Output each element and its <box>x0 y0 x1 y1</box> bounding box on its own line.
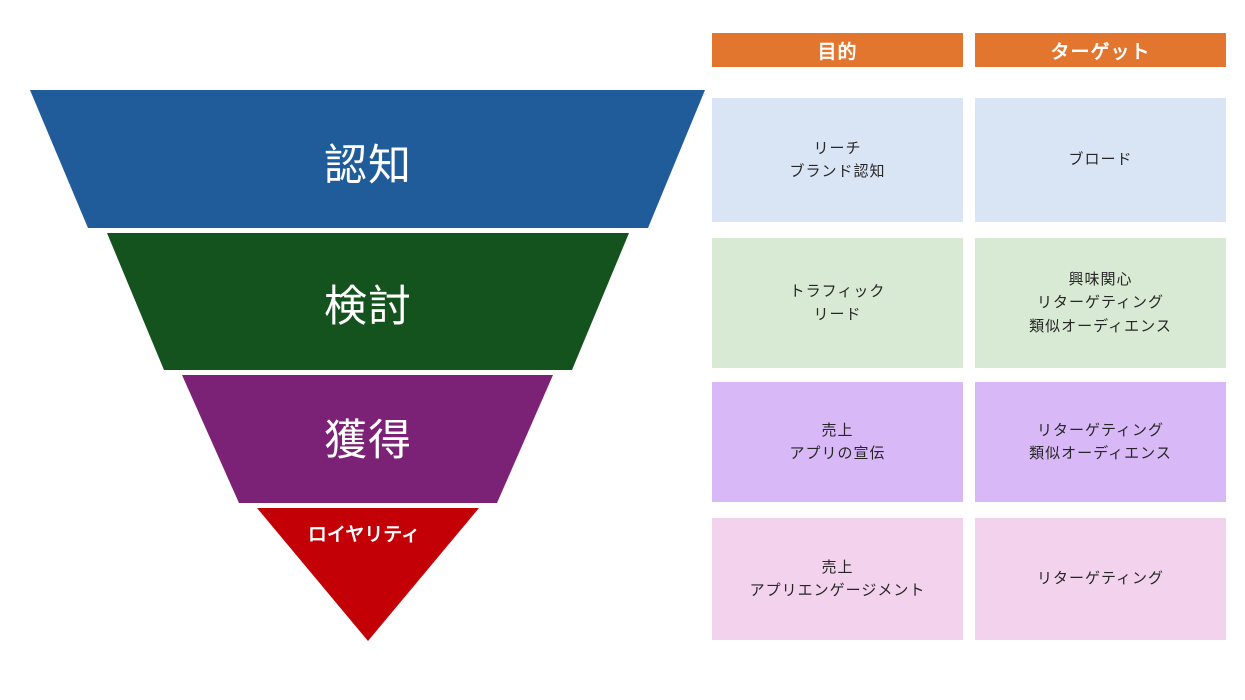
funnel-segment-awareness <box>30 90 705 228</box>
funnel-diagram: 認知 検討 獲得 ロイヤリティ <box>30 90 705 641</box>
cell-text: リターゲティング <box>1036 570 1165 588</box>
funnel-shape-group <box>30 90 705 641</box>
cell-target-consideration: 興味関心 リターゲティング 類似オーディエンス <box>975 238 1226 368</box>
funnel-segment-acquisition <box>182 375 553 503</box>
cell-text: 興味関心 リターゲティング 類似オーディエンス <box>1029 271 1172 335</box>
cell-purpose-acquisition: 売上 アプリの宣伝 <box>712 382 963 502</box>
funnel-label-loyalty: ロイヤリティ <box>307 524 421 546</box>
funnel-label-awareness: 認知 <box>324 142 412 190</box>
cell-target-awareness: ブロード <box>975 98 1226 222</box>
attributes-table: 目的 リーチ ブランド認知 トラフィック リード 売上 アプリの宣伝 売上 アプ… <box>712 0 1245 700</box>
cell-target-acquisition: リターゲティング 類似オーディエンス <box>975 382 1226 502</box>
cell-text: トラフィック リード <box>789 282 886 323</box>
cell-purpose-consideration: トラフィック リード <box>712 238 963 368</box>
cell-text: 売上 アプリエンゲージメント <box>749 558 926 599</box>
cell-text: リターゲティング 類似オーディエンス <box>1029 421 1172 462</box>
funnel-label-consideration: 検討 <box>324 283 412 331</box>
cell-text: ブロード <box>1068 151 1133 169</box>
cell-purpose-loyalty: 売上 アプリエンゲージメント <box>712 518 963 640</box>
cell-purpose-awareness: リーチ ブランド認知 <box>712 98 963 222</box>
column-header-purpose: 目的 <box>712 33 963 67</box>
funnel-segment-consideration <box>107 233 629 370</box>
cell-text: 売上 アプリの宣伝 <box>789 421 886 462</box>
column-header-target: ターゲット <box>975 33 1226 67</box>
cell-target-loyalty: リターゲティング <box>975 518 1226 640</box>
cell-text: リーチ ブランド認知 <box>789 139 886 180</box>
funnel-label-acquisition: 獲得 <box>324 417 412 465</box>
funnel-segment-loyalty <box>257 508 479 641</box>
